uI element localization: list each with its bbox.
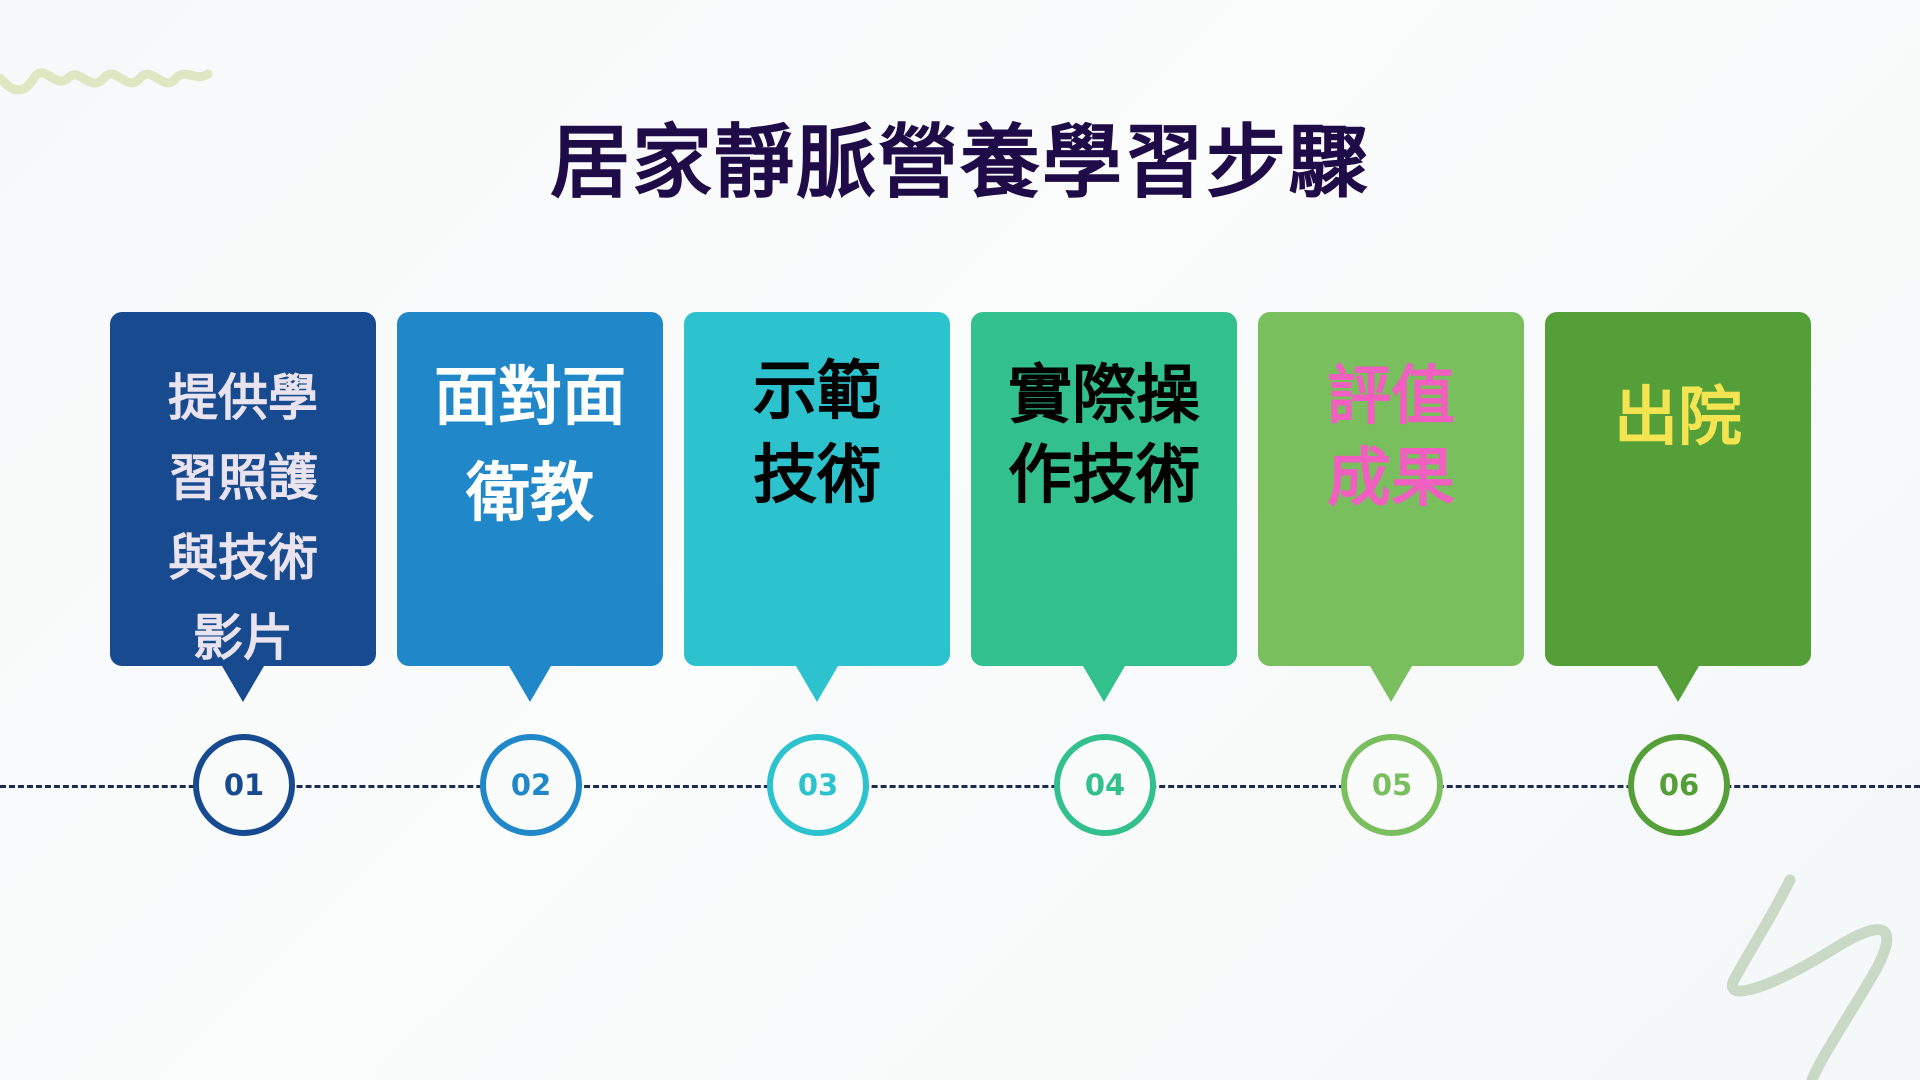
step-label-3: 示範 技術 [753,355,881,513]
step-card-1: 提供學 習照護 與技術 影片 [110,312,376,702]
step-label-6: 出院 [1614,381,1742,455]
timeline-dashed-line [0,785,1920,788]
step-label-4: 實際操 作技術 [1008,359,1200,513]
step-label-5: 評值 成果 [1327,360,1455,516]
step-label-2: 面對面 衛教 [434,361,626,531]
step-label-1: 提供學 習照護 與技術 影片 [168,369,318,667]
step-number-5: 05 [1341,734,1443,836]
step-card-3: 示範 技術 [684,312,950,702]
step-card-2: 面對面 衛教 [397,312,663,702]
step-number-2: 02 [480,734,582,836]
step-number-3: 03 [767,734,869,836]
step-card-6: 出院 [1545,312,1811,702]
step-number-6: 06 [1628,734,1730,836]
step-card-4: 實際操 作技術 [971,312,1237,702]
step-number-4: 04 [1054,734,1156,836]
page-title: 居家靜脈營養學習步驟 [550,116,1370,209]
step-card-5: 評值 成果 [1258,312,1524,702]
squiggle-decoration-bottom-right [1727,874,1893,1080]
squiggle-decoration-top-left [0,68,213,95]
step-number-1: 01 [193,734,295,836]
